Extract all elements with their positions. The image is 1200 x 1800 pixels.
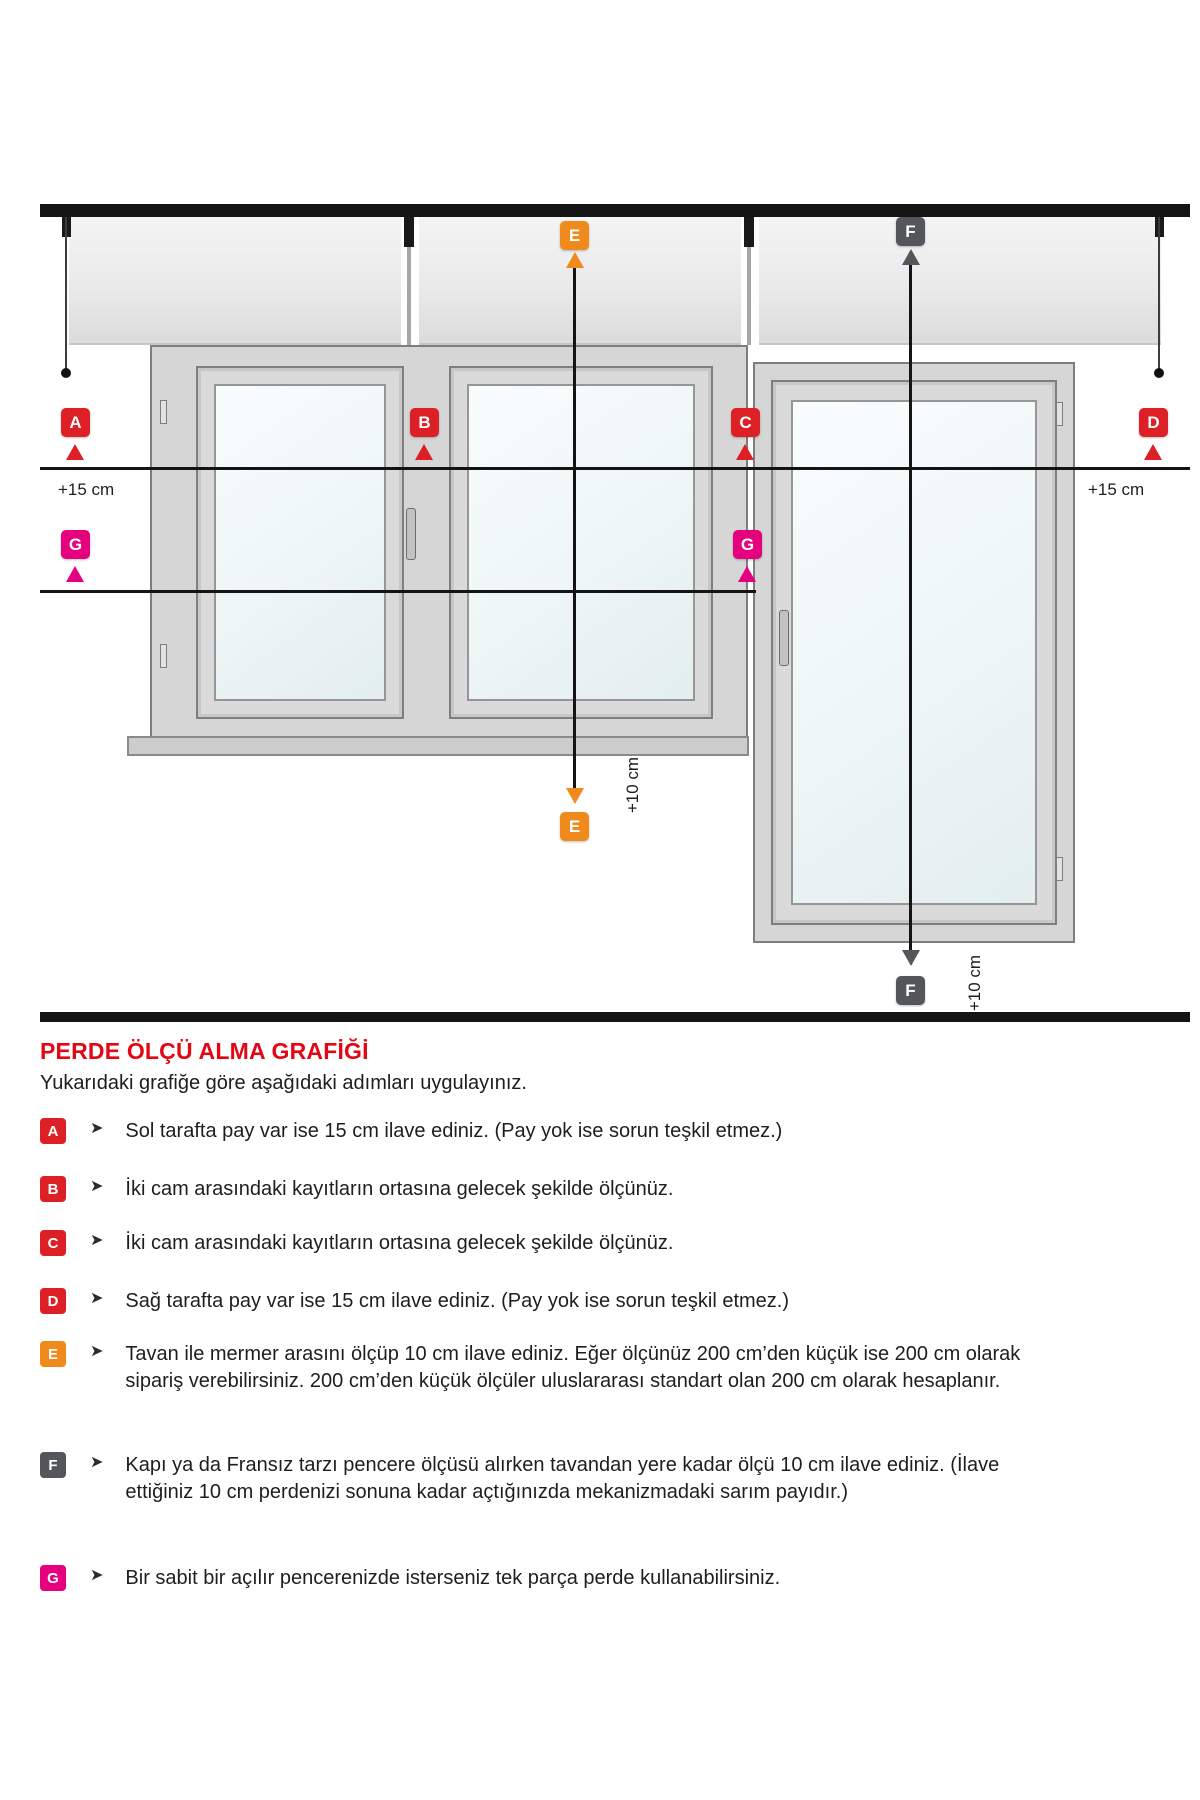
window-sill (127, 736, 749, 756)
window-handle (406, 508, 416, 560)
arrow-down-icon-f (902, 950, 920, 966)
window-glass-left (214, 384, 386, 701)
arrow-up-icon-c (736, 444, 754, 460)
curtain-rod-right (747, 245, 751, 345)
window-hinge-bottom (160, 644, 167, 668)
legend-badge-g: G (40, 1565, 66, 1591)
plus10-label-f: +10 cm (965, 954, 984, 1012)
width-measure-line (40, 467, 1190, 470)
door-hinge-bottom (1056, 857, 1063, 881)
cord-weight-left (61, 368, 71, 378)
curtain-bracket-mid-right (744, 217, 754, 247)
window-glass-right (467, 384, 695, 701)
window-hinge-top (160, 400, 167, 424)
door-glass (791, 400, 1037, 905)
legend-item-g: G ➤ Bir sabit bir açılır pencerenizde is… (40, 1565, 1025, 1592)
legend-text-e: Tavan ile mermer arasını ölçüp 10 cm ila… (125, 1343, 1021, 1392)
arrow-up-icon-d (1144, 444, 1162, 460)
badge-f-top: F (896, 217, 925, 246)
arrow-up-icon-e (566, 252, 584, 268)
section-divider (40, 1012, 1190, 1022)
legend-text-b: İki cam arasındaki kayıtların ortasına g… (125, 1178, 674, 1200)
legend-badge-a: A (40, 1118, 66, 1144)
arrow-up-icon-g-right (738, 566, 756, 582)
legend-badge-c: C (40, 1230, 66, 1256)
legend-text-f: Kapı ya da Fransız tarzı pencere ölçüsü … (125, 1454, 1000, 1503)
legend-badge-d: D (40, 1288, 66, 1314)
arrow-right-icon: ➤ (90, 1567, 104, 1584)
arrow-up-icon-f (902, 249, 920, 265)
height-measure-line-e (573, 264, 576, 790)
badge-e-top: E (560, 221, 589, 250)
cord-weight-right (1154, 368, 1164, 378)
curtain-pelmet (69, 217, 1161, 345)
arrow-up-icon-b (415, 444, 433, 460)
legend-badge-b: B (40, 1176, 66, 1202)
legend-text-d: Sağ tarafta pay var ise 15 cm ilave edin… (125, 1290, 790, 1312)
arrow-up-icon-a (66, 444, 84, 460)
legend-text-a: Sol tarafta pay var ise 15 cm ilave edin… (125, 1120, 783, 1142)
legend-title: PERDE ÖLÇÜ ALMA GRAFİĞİ (40, 1038, 369, 1064)
arrow-right-icon: ➤ (90, 1454, 104, 1471)
badge-b: B (410, 408, 439, 437)
badge-a: A (61, 408, 90, 437)
plus15-label-right: +15 cm (1088, 480, 1145, 499)
legend-text-g: Bir sabit bir açılır pencerenizde isters… (125, 1567, 781, 1589)
door-hinge-top (1056, 402, 1063, 426)
badge-d: D (1139, 408, 1168, 437)
legend-item-f: F ➤ Kapı ya da Fransız tarzı pencere ölç… (40, 1452, 1025, 1506)
legend-text-c: İki cam arasındaki kayıtların ortasına g… (125, 1232, 674, 1254)
badge-g-left: G (61, 530, 90, 559)
legend-badge-e: E (40, 1341, 66, 1367)
legend-item-d: D ➤ Sağ tarafta pay var ise 15 cm ilave … (40, 1288, 1025, 1315)
arrow-up-icon-g-left (66, 566, 84, 582)
ceiling-rail (40, 204, 1190, 217)
arrow-right-icon: ➤ (90, 1120, 104, 1137)
badge-c: C (731, 408, 760, 437)
curtain-bracket-mid-left (404, 217, 414, 247)
curtain-cord-right (1158, 217, 1160, 371)
arrow-right-icon: ➤ (90, 1232, 104, 1249)
badge-e-bottom: E (560, 812, 589, 841)
legend-item-e: E ➤ Tavan ile mermer arasını ölçüp 10 cm… (40, 1341, 1025, 1395)
partial-width-measure-line (40, 590, 756, 593)
plus10-label-e: +10 cm (623, 756, 642, 814)
legend-subtitle: Yukarıdaki grafiğe göre aşağıdaki adımla… (40, 1072, 527, 1094)
arrow-down-icon-e (566, 788, 584, 804)
arrow-right-icon: ➤ (90, 1343, 104, 1360)
legend-item-b: B ➤ İki cam arasındaki kayıtların ortası… (40, 1176, 1025, 1203)
height-measure-line-f (909, 260, 912, 950)
plus15-label-left: +15 cm (58, 480, 115, 499)
curtain-cord-left (65, 217, 67, 371)
curtain-rod-left (407, 245, 411, 345)
badge-f-bottom: F (896, 976, 925, 1005)
arrow-right-icon: ➤ (90, 1290, 104, 1307)
arrow-right-icon: ➤ (90, 1178, 104, 1195)
legend-item-c: C ➤ İki cam arasındaki kayıtların ortası… (40, 1230, 1025, 1257)
legend-item-a: A ➤ Sol tarafta pay var ise 15 cm ilave … (40, 1118, 1025, 1145)
legend-badge-f: F (40, 1452, 66, 1478)
door-handle (779, 610, 789, 666)
badge-g-right: G (733, 530, 762, 559)
